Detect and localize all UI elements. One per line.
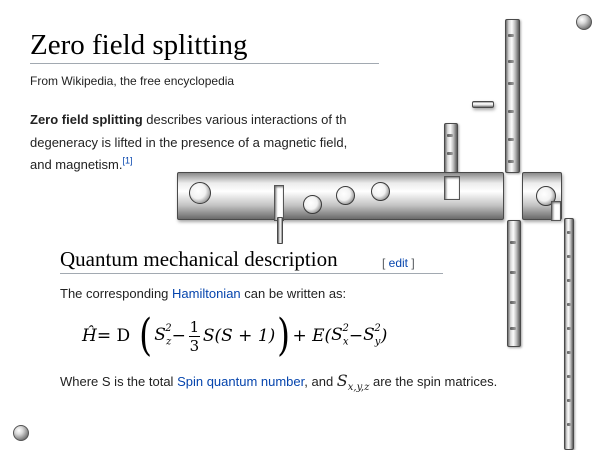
edit-bracket-open: [: [382, 256, 389, 270]
section-divider: [60, 273, 443, 274]
para1-text-end: can be written as:: [240, 286, 347, 301]
paragraph-hamiltonian: The corresponding Hamiltonian can be wri…: [60, 286, 346, 301]
hamiltonian-link[interactable]: Hamiltonian: [172, 286, 241, 301]
steel-ball-bottom-left[interactable]: [13, 425, 29, 441]
lead-text-line3: and magnetism.: [30, 157, 123, 172]
rail-hole: [303, 195, 322, 214]
formula-sy: Sy2: [363, 323, 381, 348]
formula-sz: Sz2: [154, 323, 172, 348]
rail-hole: [371, 182, 390, 201]
para2-text-end: are the spin matrices.: [369, 374, 498, 389]
metal-peg-under-rail: [277, 217, 283, 244]
metal-peg-small: [472, 101, 494, 108]
metal-block-right: [522, 172, 562, 221]
block-slot: [551, 201, 561, 221]
tagline: From Wikipedia, the free encyclopedia: [30, 74, 235, 88]
steel-ball-top-right[interactable]: [576, 14, 592, 30]
formula-plus-e: + E(: [292, 326, 332, 346]
lead-term: Zero field splitting: [30, 112, 143, 127]
formula-lhs: Ĥ: [82, 326, 97, 346]
section-heading: Quantum mechanical description: [60, 247, 338, 271]
formula-paren-open: (: [139, 310, 153, 361]
rail-slot: [444, 176, 460, 200]
edit-bracket-close: ]: [408, 256, 415, 270]
paragraph-spin: Where S is the total Spin quantum number…: [60, 371, 497, 393]
formula-minus-2: −: [348, 326, 364, 346]
metal-bar-long-right: [564, 218, 574, 450]
lead-text-line1: describes various interactions of th: [142, 112, 347, 127]
rail-hole: [189, 182, 211, 204]
metal-rail-main: [177, 172, 504, 221]
metal-bar-top-right: [505, 19, 520, 173]
formula-sx: Sx2: [331, 323, 349, 348]
spin-quantum-number-link[interactable]: Spin quantum number: [177, 374, 305, 389]
rail-hole: [336, 186, 355, 205]
para2-mid: , and: [304, 374, 337, 389]
metal-bar-lower: [507, 220, 521, 347]
citation-link[interactable]: [1]: [122, 155, 133, 166]
page-title: Zero field splitting: [30, 29, 248, 61]
lead-paragraph: Zero field splitting describes various i…: [30, 109, 379, 173]
formula-eq: = D: [96, 326, 131, 346]
edit-section-link-wrapper: [ edit ]: [382, 256, 415, 270]
para2-text: Where S is the total: [60, 374, 178, 389]
formula-close: ): [380, 326, 388, 346]
para1-text: The corresponding: [60, 286, 173, 301]
formula-minus: −: [171, 326, 186, 346]
lead-text-line2: degeneracy is lifted in the presence of …: [30, 134, 348, 150]
lead-paragraph-container: Zero field splitting describes various i…: [30, 109, 379, 173]
title-divider: [30, 63, 379, 64]
metal-bar-short: [444, 123, 458, 175]
formula-s-term: S(S + 1): [202, 326, 276, 346]
spin-matrix-symbol: Sx,y,z: [336, 371, 370, 394]
rail-slot: [274, 185, 284, 221]
formula-paren-close: ): [277, 310, 291, 361]
edit-section-link[interactable]: edit: [388, 256, 409, 270]
